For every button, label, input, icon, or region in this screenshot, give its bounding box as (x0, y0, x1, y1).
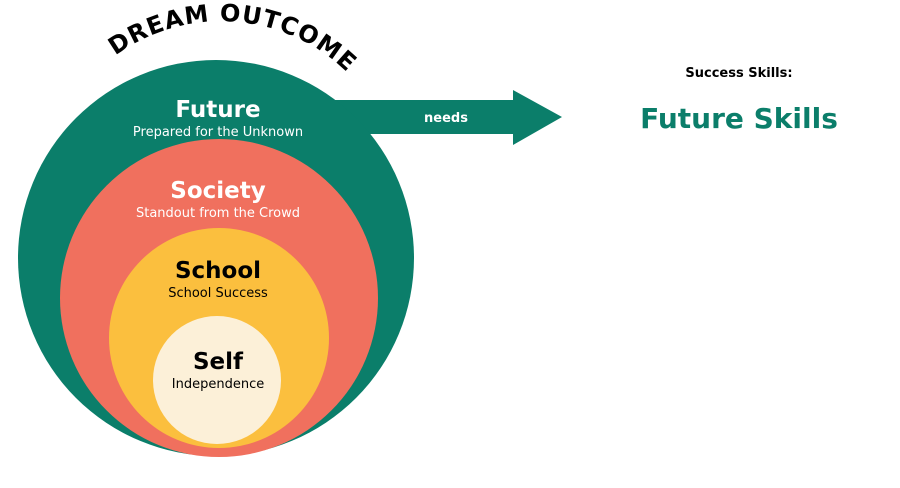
future-subtitle: Prepared for the Unknown (133, 125, 303, 140)
society-title: Society (170, 178, 265, 204)
school-subtitle: School Success (168, 286, 268, 301)
needs-label: needs (424, 111, 468, 126)
future-skills-value: Future Skills (640, 102, 838, 135)
self-title: Self (193, 349, 244, 375)
self-circle (153, 316, 281, 444)
school-title: School (175, 258, 261, 284)
success-skills-heading: Success Skills: (685, 66, 792, 81)
self-subtitle: Independence (172, 377, 264, 392)
future-title: Future (175, 97, 260, 123)
society-subtitle: Standout from the Crowd (136, 206, 300, 221)
